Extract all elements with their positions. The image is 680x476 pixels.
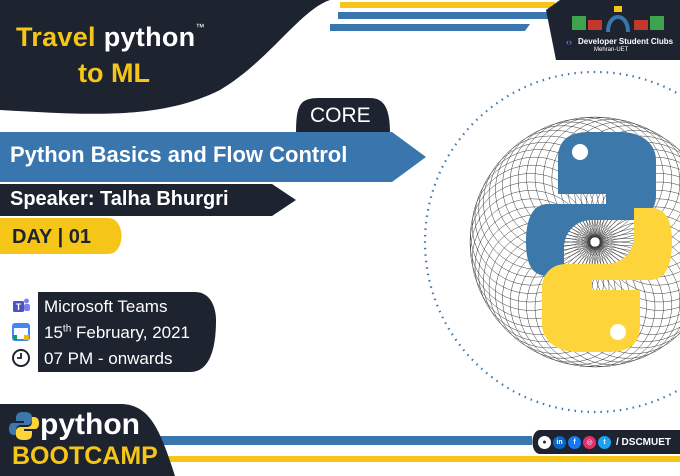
title-banner-shape (0, 132, 426, 182)
organizer-name: Developer Student Clubs (578, 37, 674, 46)
clock-icon (10, 347, 32, 369)
spirograph-circle (597, 198, 680, 320)
info-panel-shape (0, 292, 216, 372)
day-banner-shape (0, 218, 122, 254)
speaker-name: Speaker: Talha Bhurgri (10, 188, 229, 210)
time-text: 07 PM - onwards (44, 349, 173, 368)
top-stripe-blue-2 (330, 24, 530, 31)
spirograph-circle (526, 246, 647, 367)
facebook-icon[interactable]: f (568, 435, 581, 449)
spirograph-circle (470, 173, 591, 294)
day-label: DAY | 01 (12, 226, 91, 248)
bootcamp-python-text: python (40, 408, 140, 441)
python-logo-icon (526, 132, 672, 352)
speaker-banner-shape (0, 184, 296, 216)
teams-icon: T (10, 295, 32, 317)
date-suffix: th (62, 323, 72, 335)
top-stripe-yellow (340, 2, 555, 8)
event-title-line2: to ML (78, 58, 150, 88)
dotted-ring (423, 70, 680, 414)
spirograph-circle (471, 164, 593, 286)
trademark-symbol: ™ (195, 22, 205, 32)
platform-text: Microsoft Teams (44, 297, 168, 316)
dsc-university-logo (572, 6, 664, 33)
dsc-chevron-icon: ‹› (566, 37, 572, 47)
event-title-line1: Travel python™ (16, 22, 205, 53)
svg-text:T: T (16, 302, 22, 312)
calendar-icon (10, 321, 32, 343)
top-stripe-blue (338, 12, 560, 19)
instagram-icon[interactable]: ◎ (583, 435, 596, 449)
bootcamp-python-icon (9, 412, 39, 440)
bootcamp-dark-shape (0, 404, 175, 476)
core-tab-shape (296, 98, 390, 134)
spirograph-circle (551, 118, 673, 240)
organizer-campus: Mehran-UET (594, 47, 629, 53)
header-dark-shape (0, 0, 330, 114)
bootcamp-label: BOOTCAMP (12, 442, 158, 470)
date-day: 15 (44, 323, 63, 342)
linkedin-icon[interactable]: in (553, 435, 566, 449)
github-icon[interactable]: ● (538, 435, 551, 449)
title-python-word: python (103, 22, 196, 52)
social-links: ● in f ◎ t / DSCMUET (538, 435, 671, 449)
spirograph-circle (599, 190, 680, 311)
spirograph-circle (599, 173, 680, 294)
date-text: 15th February, 2021 (44, 323, 190, 343)
dsc-badge-shape (546, 0, 680, 60)
track-label: CORE (310, 104, 371, 127)
bottom-stripe-yellow (160, 456, 680, 462)
bottom-stripe-blue (160, 436, 532, 445)
spirograph-circle (543, 117, 664, 238)
spirograph-circle (597, 164, 680, 286)
title-travel-word: Travel (16, 22, 96, 52)
date-rest: February, 2021 (71, 323, 191, 342)
twitter-icon[interactable]: t (598, 435, 611, 449)
social-handle: / DSCMUET (616, 436, 671, 448)
session-title: Python Basics and Flow Control (10, 142, 348, 167)
